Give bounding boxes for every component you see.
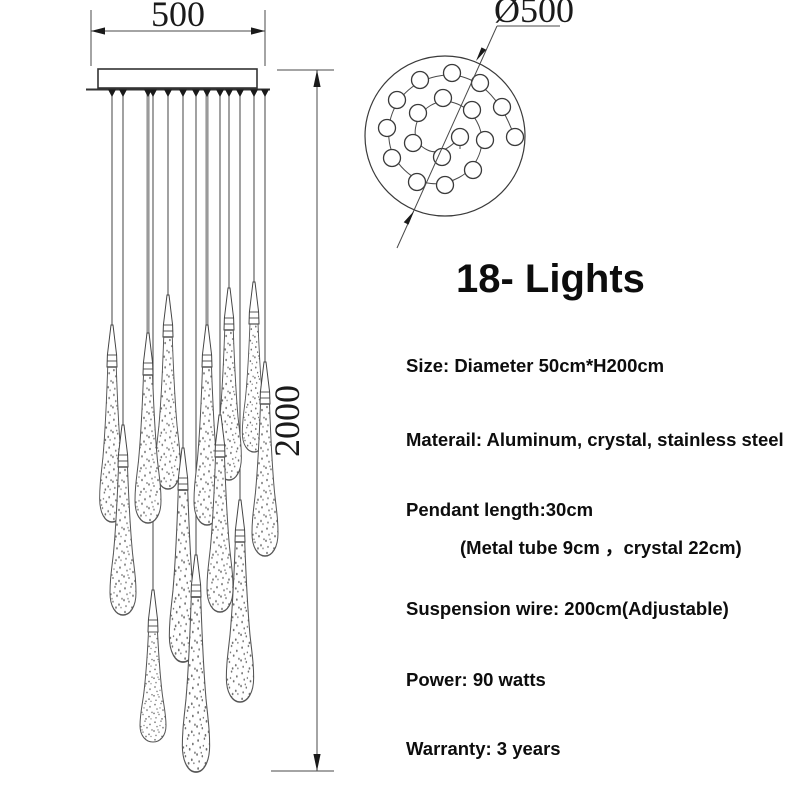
dimension-line bbox=[396, 25, 498, 249]
light-position bbox=[408, 103, 428, 123]
pendant-drop bbox=[139, 589, 167, 743]
spec-warranty: Warranty: 3 years bbox=[406, 738, 561, 759]
spec-size: Size: Diameter 50cm*H200cm bbox=[406, 355, 665, 376]
diameter-dimension: Ø500 bbox=[396, 0, 574, 249]
spec-pendant-length: Pendant length:30cm bbox=[406, 499, 594, 520]
spiral-guide-line bbox=[388, 74, 516, 185]
pendant-drop bbox=[98, 324, 126, 523]
arrowhead-upper bbox=[476, 47, 487, 61]
canopy-outline-top-view bbox=[364, 55, 526, 217]
wire-connector bbox=[119, 89, 127, 97]
light-position bbox=[442, 63, 462, 83]
wire-connector bbox=[236, 89, 244, 97]
pendant-tube bbox=[223, 287, 235, 331]
light-position bbox=[435, 175, 455, 195]
side-view: 500 2000 bbox=[86, 0, 334, 773]
pendant-drop bbox=[206, 414, 234, 613]
pendant-drop bbox=[193, 324, 221, 526]
wire-connector bbox=[179, 89, 187, 97]
arrowhead-down bbox=[313, 754, 321, 771]
light-position bbox=[407, 172, 427, 192]
light-position bbox=[403, 133, 423, 153]
light-position bbox=[462, 100, 482, 120]
pendant-drop bbox=[241, 281, 267, 453]
light-position bbox=[475, 130, 495, 150]
top-view: Ø500 bbox=[364, 0, 574, 249]
pendant-drop bbox=[154, 294, 182, 490]
height-dim-label: 2000 bbox=[267, 385, 307, 457]
spec-power: Power: 90 watts bbox=[406, 669, 546, 690]
light-position bbox=[432, 147, 452, 167]
pendant-tube bbox=[248, 281, 260, 325]
light-position bbox=[382, 148, 402, 168]
wire-connector bbox=[261, 89, 269, 97]
pendant-drop bbox=[181, 554, 211, 773]
pendant-drop bbox=[251, 361, 279, 557]
wire-connector bbox=[250, 89, 258, 97]
wire-connector bbox=[225, 89, 233, 97]
ceiling-canopy bbox=[97, 68, 258, 89]
pendant-drop bbox=[134, 332, 162, 524]
product-title: 18- Lights bbox=[456, 257, 645, 301]
spec-pendant-detail: (Metal tube 9cm ，crystal 22cm) bbox=[460, 537, 742, 558]
spec-suspension-wire: Suspension wire: 200cm(Adjustable) bbox=[406, 598, 729, 619]
light-position bbox=[492, 97, 512, 117]
wire-connector bbox=[203, 89, 211, 97]
wire-connector bbox=[108, 89, 116, 97]
wire-connector bbox=[216, 89, 224, 97]
arrowhead-up bbox=[313, 70, 321, 87]
height-dimension: 2000 bbox=[267, 69, 334, 772]
light-position bbox=[433, 88, 453, 108]
arrowhead-lower bbox=[403, 211, 414, 225]
pendant-drop bbox=[168, 447, 198, 663]
pendant-tube bbox=[162, 294, 174, 338]
light-positions bbox=[377, 63, 525, 195]
wire-connectors bbox=[108, 89, 269, 97]
wire-connector bbox=[164, 89, 172, 97]
arrowhead-left bbox=[91, 27, 105, 35]
width-dim-label: 500 bbox=[151, 0, 205, 34]
light-position bbox=[505, 127, 525, 147]
pendant-drop bbox=[225, 499, 255, 703]
light-position bbox=[387, 90, 407, 110]
light-position bbox=[377, 118, 397, 138]
pendant-crystal bbox=[154, 336, 182, 490]
wire-connector bbox=[192, 89, 200, 97]
light-position bbox=[463, 160, 483, 180]
arrowhead-right bbox=[251, 27, 265, 35]
pendant-drop bbox=[109, 424, 137, 616]
light-position bbox=[410, 70, 430, 90]
pendant-drop bbox=[215, 287, 243, 481]
pendant-crystal bbox=[139, 631, 167, 743]
light-position bbox=[450, 127, 470, 147]
wire-connector bbox=[149, 89, 157, 97]
width-dimension: 500 bbox=[90, 0, 266, 66]
pendant-drops bbox=[98, 281, 279, 773]
diameter-dim-label: Ø500 bbox=[494, 0, 574, 30]
spec-material: Materail: Aluminum, crystal, stainless s… bbox=[406, 429, 784, 450]
